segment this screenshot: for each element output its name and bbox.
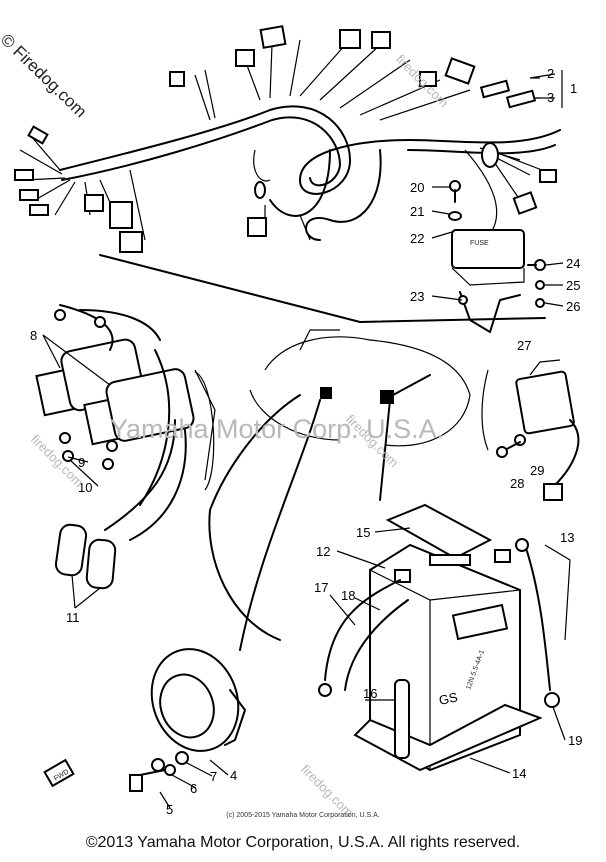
small-copyright: (c) 2005-2015 Yamaha Motor Corporation, …: [226, 812, 380, 819]
callout-4: 4: [230, 768, 237, 783]
callout-23: 23: [410, 289, 424, 304]
battery-assembly: GS 12N 5.5-4A-1: [318, 503, 560, 772]
rule-right-battery: [544, 544, 571, 641]
callout-5: 5: [166, 802, 173, 817]
callout-21: 21: [410, 204, 424, 219]
callout-15: 15: [356, 525, 370, 540]
callout-27: 27: [517, 338, 531, 353]
callout-22: 22: [410, 231, 424, 246]
diagonal-watermark-1: firedog.com: [393, 52, 452, 111]
footer-copyright: ©2013 Yamaha Motor Corporation, U.S.A. A…: [85, 834, 521, 851]
callout-11: 11: [66, 610, 80, 625]
callout-9: 9: [78, 455, 85, 470]
harness-connectors: [14, 25, 557, 253]
fuse-box: FUSE: [448, 180, 525, 286]
callout-2: 2: [547, 66, 554, 81]
callout-17: 17: [314, 580, 328, 595]
callout-18: 18: [341, 588, 355, 603]
callout-26: 26: [566, 299, 580, 314]
fuse-pair: [479, 70, 563, 109]
callouts: 2 3 1 20 21 22 23 24 25 26 27 28 29 8 9 …: [30, 66, 582, 817]
callout-1: 1: [570, 81, 577, 96]
battery-brand: GS: [438, 689, 460, 708]
motorcycle-frame-sketch: [208, 329, 471, 651]
callout-16: 16: [363, 686, 377, 701]
callout-12: 12: [316, 544, 330, 559]
callout-20: 20: [410, 180, 424, 195]
callout-28: 28: [510, 476, 524, 491]
ignition-coils: [35, 304, 216, 590]
callout-10: 10: [78, 480, 92, 495]
callout-29: 29: [530, 463, 544, 478]
horn: FWD: [43, 648, 246, 792]
regulator: [496, 359, 580, 501]
frame-outline: [99, 254, 546, 323]
rule-right-upper: [481, 369, 489, 451]
fuse-bracket: [458, 259, 546, 333]
fuse-box-label: FUSE: [470, 240, 489, 247]
callout-25: 25: [566, 278, 580, 293]
callout-6: 6: [190, 781, 197, 796]
callout-14: 14: [512, 766, 526, 781]
callout-13: 13: [560, 530, 574, 545]
callout-19: 19: [568, 733, 582, 748]
callout-7: 7: [210, 769, 217, 784]
callout-8: 8: [30, 328, 37, 343]
center-watermark: Yamaha Motor Corp. U.S.A.: [110, 414, 444, 444]
callout-24: 24: [566, 256, 580, 271]
